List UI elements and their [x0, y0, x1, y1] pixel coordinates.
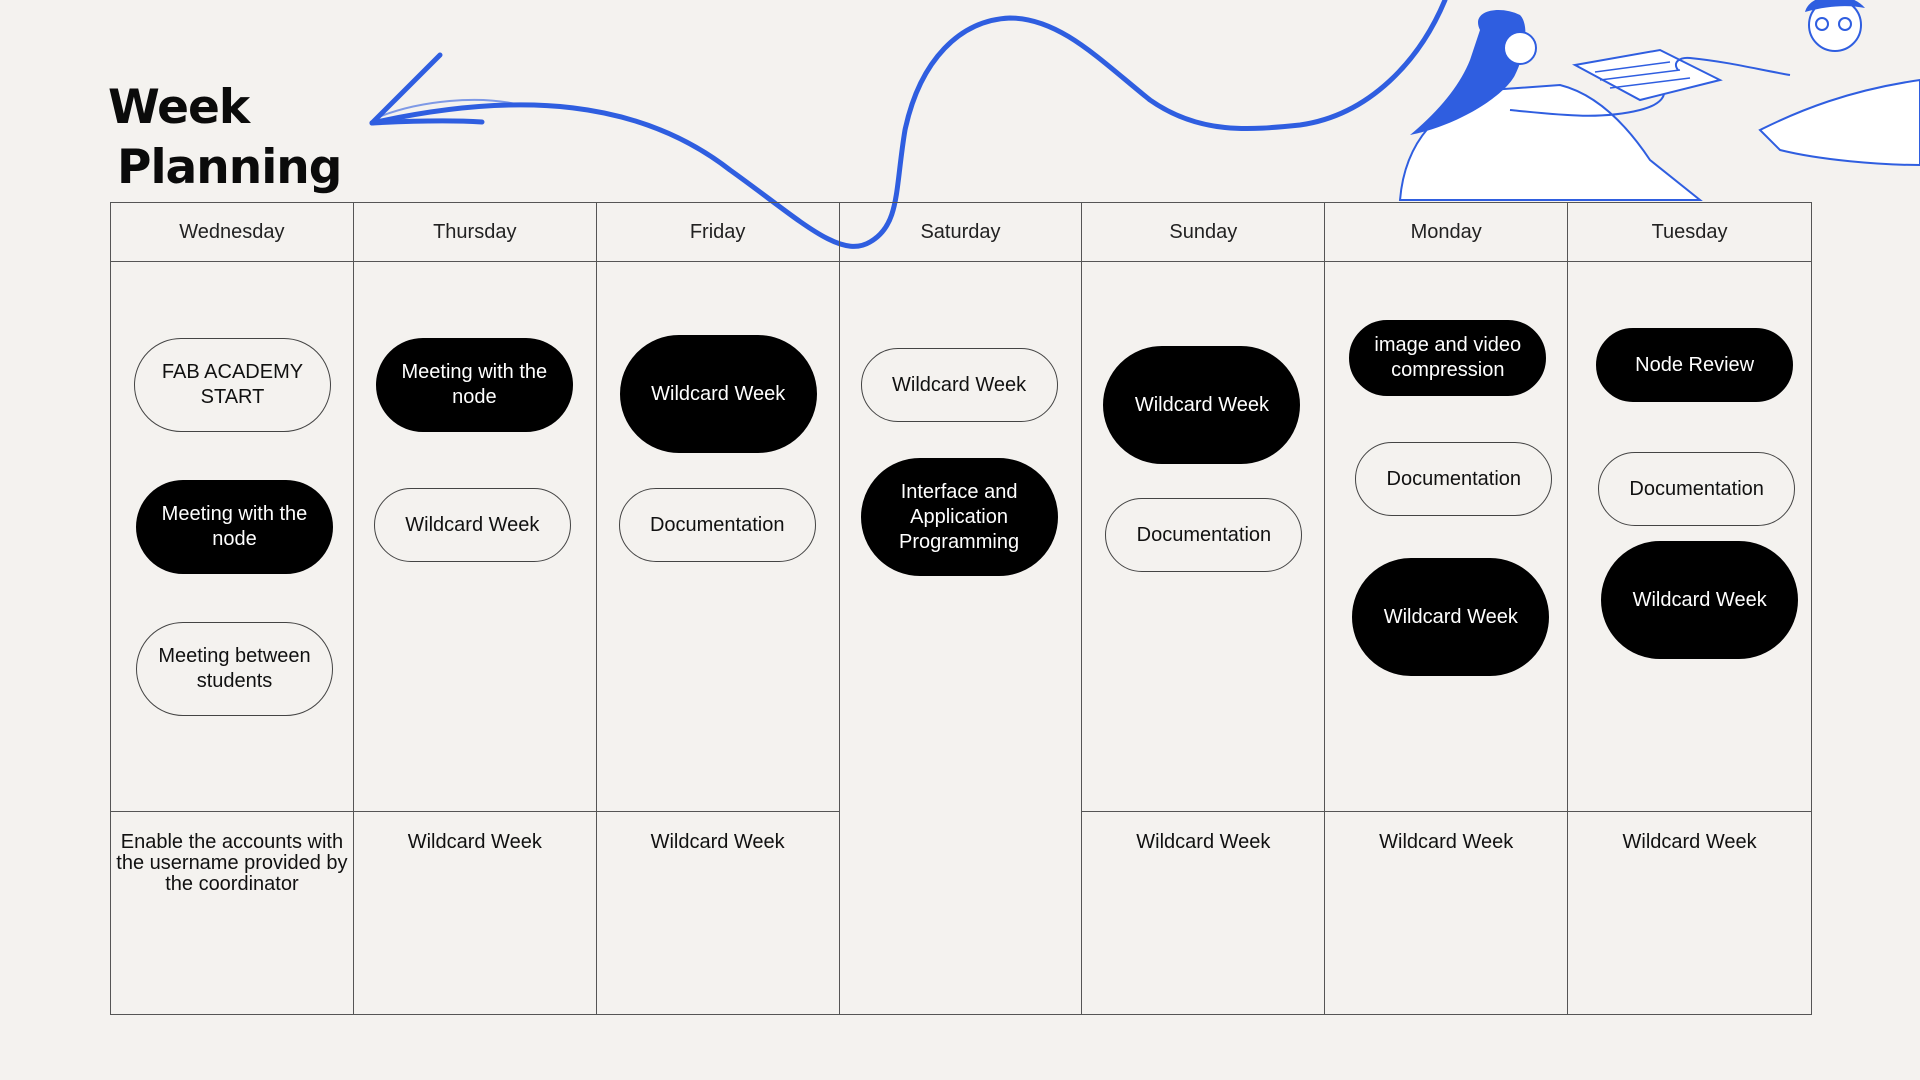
day-header: Wednesday	[111, 203, 353, 262]
day-footer-note: Wildcard Week	[353, 811, 596, 1014]
day-header: Saturday	[839, 203, 1082, 262]
people-illustration-icon	[1398, 0, 1920, 201]
event-pill[interactable]: Documentation	[1355, 442, 1553, 516]
day-events: Wildcard Week Documentation	[1082, 262, 1324, 811]
week-planner-table: Wednesday FAB ACADEMY START Meeting with…	[110, 202, 1812, 1015]
day-column-saturday: Saturday Wildcard Week Interface and App…	[839, 203, 1083, 1014]
event-pill[interactable]: Documentation	[1105, 498, 1303, 572]
day-column-sunday: Sunday Wildcard Week Documentation Wildc…	[1082, 203, 1326, 1014]
event-pill[interactable]: Node Review	[1596, 328, 1794, 402]
event-pill[interactable]: Interface and Application Programming	[860, 458, 1058, 576]
event-pill[interactable]: Documentation	[618, 488, 816, 562]
day-events: Node Review Documentation Wildcard Week	[1568, 262, 1811, 811]
event-pill[interactable]: Meeting with the node	[375, 338, 573, 432]
day-header: Friday	[596, 203, 839, 262]
day-events: image and video compression Documentatio…	[1325, 262, 1567, 811]
day-column-wednesday: Wednesday FAB ACADEMY START Meeting with…	[111, 203, 354, 1014]
day-footer-note: Wildcard Week	[1325, 811, 1568, 1014]
event-pill[interactable]: Wildcard Week	[373, 488, 571, 562]
day-events: Meeting with the node Wildcard Week	[354, 262, 596, 811]
day-events: Wildcard Week Interface and Application …	[840, 262, 1082, 811]
event-pill[interactable]: Wildcard Week	[1103, 346, 1301, 464]
day-footer-note: Wildcard Week	[1568, 811, 1811, 1014]
event-pill[interactable]: Wildcard Week	[619, 335, 817, 453]
title-line-2: Planning	[117, 140, 342, 195]
day-footer-note: Wildcard Week	[1082, 811, 1325, 1014]
day-events: Wildcard Week Documentation	[597, 262, 839, 811]
day-header: Thursday	[353, 203, 596, 262]
day-header: Sunday	[1082, 203, 1325, 262]
day-footer-note	[840, 811, 1082, 1014]
event-pill[interactable]: Documentation	[1598, 452, 1796, 526]
day-header: Tuesday	[1568, 203, 1811, 262]
page-title: Week Planning	[108, 78, 342, 198]
day-column-tuesday: Tuesday Node Review Documentation Wildca…	[1568, 203, 1811, 1014]
day-column-monday: Monday image and video compression Docum…	[1325, 203, 1569, 1014]
event-pill[interactable]: Wildcard Week	[860, 348, 1058, 422]
event-pill[interactable]: Meeting between students	[136, 622, 333, 716]
day-column-thursday: Thursday Meeting with the node Wildcard …	[353, 203, 597, 1014]
day-footer-note: Wildcard Week	[596, 811, 839, 1014]
title-line-1: Week	[108, 80, 250, 135]
event-pill[interactable]: image and video compression	[1349, 320, 1547, 396]
event-pill[interactable]: Wildcard Week	[1352, 558, 1550, 676]
day-header: Monday	[1325, 203, 1568, 262]
event-pill[interactable]: FAB ACADEMY START	[134, 338, 331, 432]
day-events: FAB ACADEMY START Meeting with the node …	[111, 262, 353, 811]
day-column-friday: Friday Wildcard Week Documentation Wildc…	[596, 203, 840, 1014]
event-pill[interactable]: Wildcard Week	[1601, 541, 1799, 659]
event-pill[interactable]: Meeting with the node	[136, 480, 333, 574]
day-footer-note: Enable the accounts with the username pr…	[111, 811, 353, 1014]
